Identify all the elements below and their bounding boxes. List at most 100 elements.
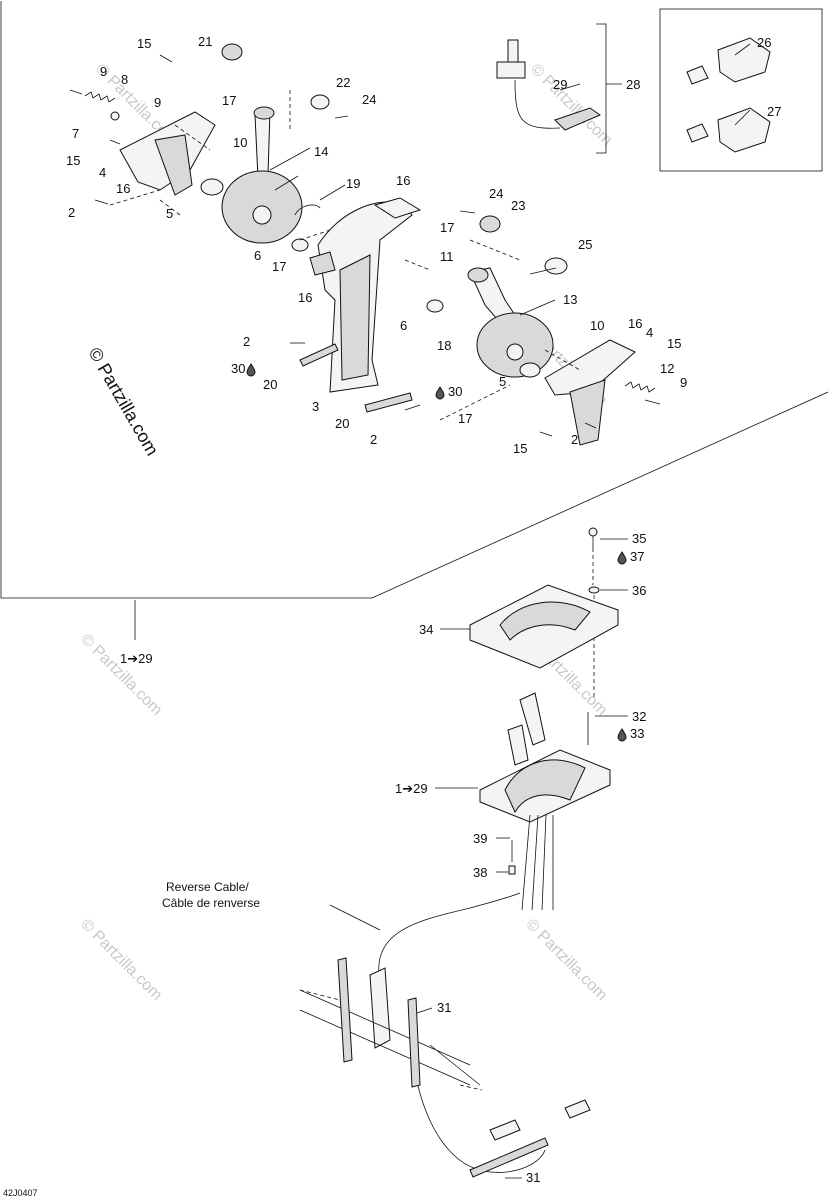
callout-5: 5 xyxy=(499,374,506,389)
cam-hub-13 xyxy=(506,343,524,361)
watermark-main: © Partzilla.com xyxy=(85,344,163,459)
callout-15: 15 xyxy=(667,336,681,351)
cable-31-upper xyxy=(337,957,353,1063)
callout-31: 31 xyxy=(526,1170,540,1185)
watermark-faint: © Partzilla.com xyxy=(77,916,165,1004)
oil-drop-icon xyxy=(617,551,627,565)
frame-3-column xyxy=(339,254,371,381)
callout-2: 2 xyxy=(243,334,250,349)
callout-16: 16 xyxy=(298,290,312,305)
callout-9: 9 xyxy=(100,64,107,79)
callout-17: 17 xyxy=(440,220,454,235)
leader-lines xyxy=(134,43,751,1179)
plug-27 xyxy=(686,123,709,143)
callout-16: 16 xyxy=(396,173,410,188)
control-rods xyxy=(521,814,554,911)
clip-38 xyxy=(508,865,516,875)
callout-11: 11 xyxy=(440,249,454,264)
callout-39: 39 xyxy=(473,831,487,846)
callout-34: 34 xyxy=(419,622,433,637)
watermark-faint: © Partzilla.com xyxy=(77,631,165,719)
callout-32: 32 xyxy=(632,709,646,724)
callout-22: 22 xyxy=(336,75,350,90)
bushing-5-right xyxy=(519,362,541,378)
oil-drop-icon xyxy=(435,386,445,400)
callout-23: 23 xyxy=(511,198,525,213)
screw xyxy=(159,54,173,63)
callout-30: 30 xyxy=(448,384,462,399)
right-housing xyxy=(544,339,636,396)
callout-30: 30 xyxy=(231,361,245,376)
callout-15: 15 xyxy=(66,153,80,168)
callout-6: 6 xyxy=(254,248,261,263)
reverse-cable xyxy=(378,892,521,983)
cable-leader xyxy=(329,904,381,931)
callout-29: 29 xyxy=(553,77,567,92)
lever-13-knob xyxy=(467,267,489,283)
callout-8: 8 xyxy=(121,72,128,87)
screw xyxy=(109,139,121,145)
cable-end-block xyxy=(564,1099,591,1119)
callout-15: 15 xyxy=(513,441,527,456)
screw xyxy=(69,89,83,95)
callout-4: 4 xyxy=(99,165,106,180)
bushing-23 xyxy=(479,215,501,233)
callout-12: 12 xyxy=(660,361,674,376)
screw xyxy=(459,210,476,214)
callout-18: 18 xyxy=(437,338,451,353)
callout-26: 26 xyxy=(757,35,771,50)
diagram-code: 42J0407 xyxy=(3,1188,38,1198)
lower-parts xyxy=(299,527,619,1178)
callout-10: 10 xyxy=(590,318,604,333)
callout-15: 15 xyxy=(137,36,151,51)
bracket-16-left xyxy=(309,251,336,276)
cover-34 xyxy=(469,584,619,669)
cover-34-ridge xyxy=(499,601,591,641)
screw-35-head xyxy=(588,527,598,537)
align-line xyxy=(109,90,581,421)
callout-17: 17 xyxy=(458,411,472,426)
cable-end-clip xyxy=(489,1119,521,1141)
watermark-faint: © Partzilla.com xyxy=(527,61,615,149)
plug-26 xyxy=(686,65,709,85)
screw xyxy=(334,115,349,119)
switch-28-wire xyxy=(514,79,561,129)
spacer-6-right xyxy=(426,299,444,313)
callout-10: 10 xyxy=(233,135,247,150)
washer-22 xyxy=(310,94,330,110)
callout-13: 13 xyxy=(563,292,577,307)
switch-28-plug xyxy=(554,107,602,131)
reverse-cable-label-fr: Câble de renverse xyxy=(162,896,260,910)
cable-31-end xyxy=(469,1137,549,1178)
lever-14-knob xyxy=(253,106,275,120)
connector-27 xyxy=(717,107,771,153)
callout-17: 17 xyxy=(222,93,236,108)
callout-20: 20 xyxy=(263,377,277,392)
lower-bracket xyxy=(369,967,391,1049)
lower-plate xyxy=(299,989,481,1086)
right-housing-arm xyxy=(569,379,606,446)
inset-frame xyxy=(659,8,823,172)
callout-33: 33 xyxy=(630,726,644,741)
washer-36 xyxy=(588,586,600,594)
watermark-faint: © Partzilla.com xyxy=(522,916,610,1004)
screw xyxy=(644,399,661,405)
spring-12 xyxy=(624,381,656,393)
callout-labels: 15 21 9 8 9 17 22 24 7 10 15 4 14 16 19 … xyxy=(3,34,781,1198)
control-lever-b xyxy=(507,724,529,766)
callout-25: 25 xyxy=(578,237,592,252)
ref-1-29-lower: 1➔29 xyxy=(395,781,428,796)
callout-17: 17 xyxy=(272,259,286,274)
switch-28-pin xyxy=(507,39,519,63)
screw xyxy=(94,199,109,205)
spacer-6-left xyxy=(291,238,309,252)
cap-25 xyxy=(544,257,568,275)
control-lever-a xyxy=(519,692,546,746)
callout-16: 16 xyxy=(116,181,130,196)
pad-20-a xyxy=(299,343,339,367)
oil-drop-icon xyxy=(617,728,627,742)
switch-28-body xyxy=(496,61,526,79)
align-line xyxy=(299,989,483,1091)
inset-parts xyxy=(496,37,771,153)
